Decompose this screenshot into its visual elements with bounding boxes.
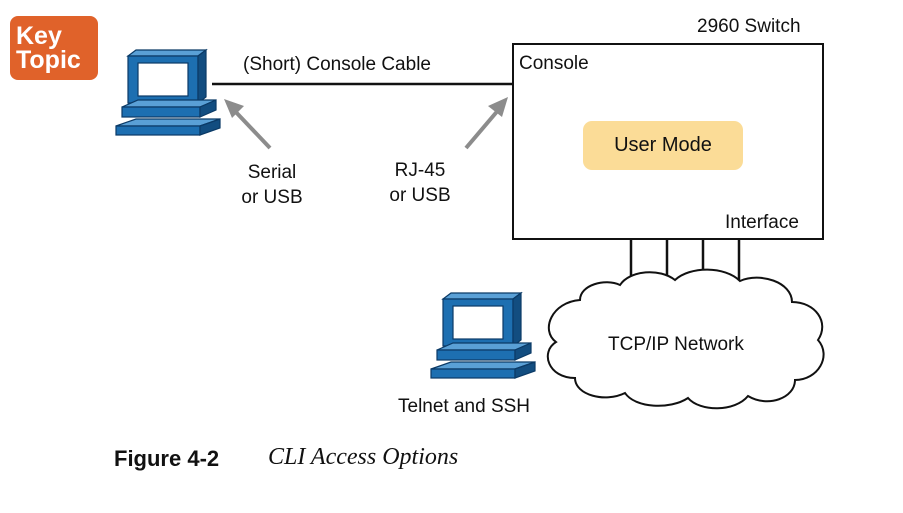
- remote-pc-label: Telnet and SSH: [398, 396, 531, 417]
- interface-label: Interface: [725, 212, 799, 233]
- console-pc-icon: [115, 48, 221, 136]
- switch-end-line1: RJ-45: [394, 160, 446, 181]
- key-topic-line1: Key: [16, 22, 62, 50]
- switch-end-arrow: [464, 97, 508, 150]
- switch-end-label: RJ-45 or USB: [378, 158, 462, 208]
- key-topic-badge: Key Topic: [10, 16, 98, 80]
- figure-number: Figure 4-2: [114, 446, 220, 471]
- switch-end-line2: or USB: [389, 185, 451, 206]
- pc-end-arrow: [224, 99, 272, 150]
- key-topic-line2: Topic: [16, 46, 81, 74]
- switch-title: 2960 Switch: [697, 16, 801, 37]
- pc-end-line1: Serial: [247, 162, 297, 183]
- network-cloud-icon: [546, 268, 825, 410]
- remote-pc-icon: [430, 291, 536, 379]
- figure-title: CLI Access Options: [268, 444, 459, 470]
- console-cable-label: (Short) Console Cable: [243, 54, 431, 75]
- pc-end-line2: or USB: [241, 187, 303, 208]
- pc-end-label: Serial or USB: [232, 160, 312, 210]
- network-label: TCP/IP Network: [608, 334, 744, 355]
- user-mode-box: User Mode: [583, 121, 743, 170]
- console-port-label: Console: [519, 53, 589, 74]
